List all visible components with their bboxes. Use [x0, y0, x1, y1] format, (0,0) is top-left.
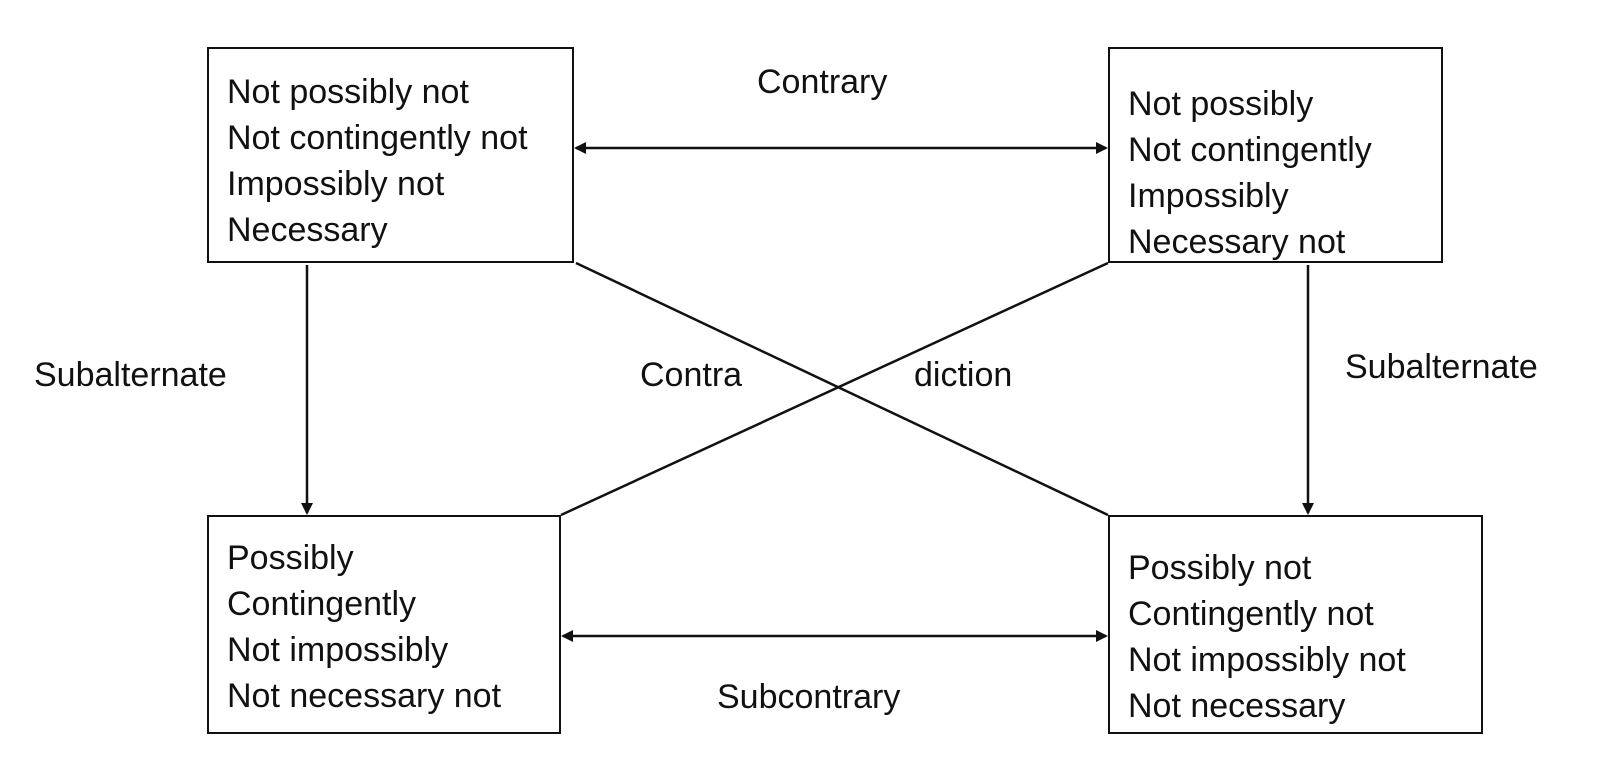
- box-line: Possibly not: [1128, 549, 1312, 587]
- box-top-left: Not possibly not Not contingently not Im…: [207, 47, 574, 263]
- box-line: Not necessary not: [227, 677, 502, 715]
- box-top-right: Not possibly Not contingently Impossibly…: [1108, 47, 1443, 263]
- box-line: Not contingently: [1128, 131, 1372, 169]
- contradiction-label-part2: diction: [914, 356, 1013, 394]
- box-line: Necessary: [227, 211, 388, 249]
- box-line: Contingently: [227, 585, 417, 623]
- box-line: Not contingently not: [227, 119, 528, 157]
- box-bottom-right: Possibly not Contingently not Not imposs…: [1108, 515, 1483, 734]
- box-line: Contingently not: [1128, 595, 1374, 633]
- box-line: Necessary not: [1128, 223, 1346, 261]
- subalternate-left-label: Subalternate: [34, 356, 227, 394]
- box-line: Possibly: [227, 539, 354, 577]
- box-line: Not necessary: [1128, 687, 1346, 725]
- box-bottom-left: Possibly Contingently Not impossibly Not…: [207, 515, 561, 734]
- box-line: Not possibly not: [227, 73, 469, 111]
- box-line: Impossibly not: [227, 165, 445, 203]
- box-line: Not impossibly: [227, 631, 449, 669]
- contradiction-label-part1: Contra: [640, 356, 743, 394]
- box-line: Not possibly: [1128, 85, 1314, 123]
- contradiction-diagonal-1: [575, 261, 1109, 517]
- contradiction-diagonal-2: [560, 261, 1109, 517]
- subcontrary-label: Subcontrary: [717, 678, 901, 716]
- subalternate-right-label: Subalternate: [1345, 348, 1538, 386]
- box-line: Impossibly: [1128, 177, 1289, 215]
- box-line: Not impossibly not: [1128, 641, 1406, 679]
- contrary-label: Contrary: [757, 63, 888, 101]
